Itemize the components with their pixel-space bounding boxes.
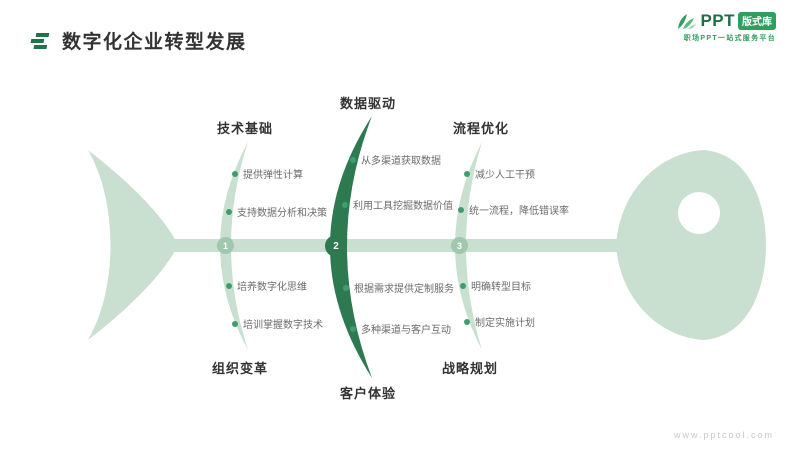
bullet-dot-icon [232,170,238,177]
bone-2-highlight [330,116,372,378]
bullet-dot-icon [226,282,232,289]
footer-url: www.pptcool.com [673,430,774,440]
bullet-dot-icon [342,201,348,208]
branch-item-text: 培训掌握数字技术 [243,320,323,331]
bullet-dot-icon [232,320,238,327]
fish-eye [678,192,720,234]
branch-item: 多种渠道与客户互动 [350,321,451,336]
branch-item-text: 利用工具挖掘数据价值 [353,201,453,212]
branch-item-text: 明确转型目标 [471,282,531,293]
branch-item: 支持数据分析和决策 [226,204,327,219]
branch-item-text: 根据需求提供定制服务 [354,284,454,295]
brand-tagline: 职场PPT一站式服务平台 [683,35,776,42]
node-badge-1: 1 [217,237,234,254]
bullet-dot-icon [460,282,466,289]
branch-item: 明确转型目标 [460,278,531,293]
title-bars-icon [28,29,52,53]
category-label-tech-foundation: 技术基础 [216,121,274,136]
fish-tail [88,150,178,340]
bullet-dot-icon [226,208,232,215]
branch-item-text: 减少人工干预 [475,170,535,181]
branch-item-text: 统一流程，降低错误率 [469,206,569,217]
branch-item: 根据需求提供定制服务 [343,280,454,295]
branch-item: 提供弹性计算 [232,166,303,181]
category-label-strategy-planning: 战略规划 [441,361,499,376]
branch-item-text: 从多渠道获取数据 [361,156,441,167]
branch-item: 从多渠道获取数据 [350,152,441,167]
brand-logo: PPT 版式库 职场PPT一站式服务平台 [677,11,776,43]
node-badge-2: 2 [325,235,347,257]
bullet-dot-icon [458,206,464,213]
leaf-icon [677,12,697,30]
branch-item: 减少人工干预 [464,166,535,181]
bullet-dot-icon [464,170,470,177]
branch-item: 统一流程，降低错误率 [458,202,569,217]
branch-item-text: 支持数据分析和决策 [237,208,327,219]
fish-spine [160,239,660,252]
bullet-dot-icon [350,325,356,332]
category-label-org-change: 组织变革 [211,361,269,376]
category-label-data-driven: 数据驱动 [339,96,397,111]
branch-item: 利用工具挖掘数据价值 [342,197,453,212]
category-label-process-optimization: 流程优化 [452,121,510,136]
branch-item: 培训掌握数字技术 [232,316,323,331]
bullet-dot-icon [343,284,349,291]
branch-item-text: 制定实施计划 [475,318,535,329]
fish-head [616,150,766,340]
category-label-customer-experience: 客户体验 [339,386,397,401]
brand-badge: 版式库 [738,12,776,30]
brand-name: PPT [700,11,735,30]
node-badge-3: 3 [451,237,468,254]
branch-item: 培养数字化思维 [226,278,307,293]
brand-logo-row: PPT 版式库 [677,11,776,31]
bullet-dot-icon [464,318,470,325]
bone-1 [220,142,248,350]
branch-item: 制定实施计划 [464,314,535,329]
page-title: 数字化企业转型发展 [62,32,247,53]
branch-item-text: 提供弹性计算 [243,170,303,181]
bone-3 [455,142,482,350]
branch-item-text: 培养数字化思维 [237,282,307,293]
bullet-dot-icon [350,156,356,163]
branch-item-text: 多种渠道与客户互动 [361,325,451,336]
slide-header: 数字化企业转型发展 [28,27,247,54]
